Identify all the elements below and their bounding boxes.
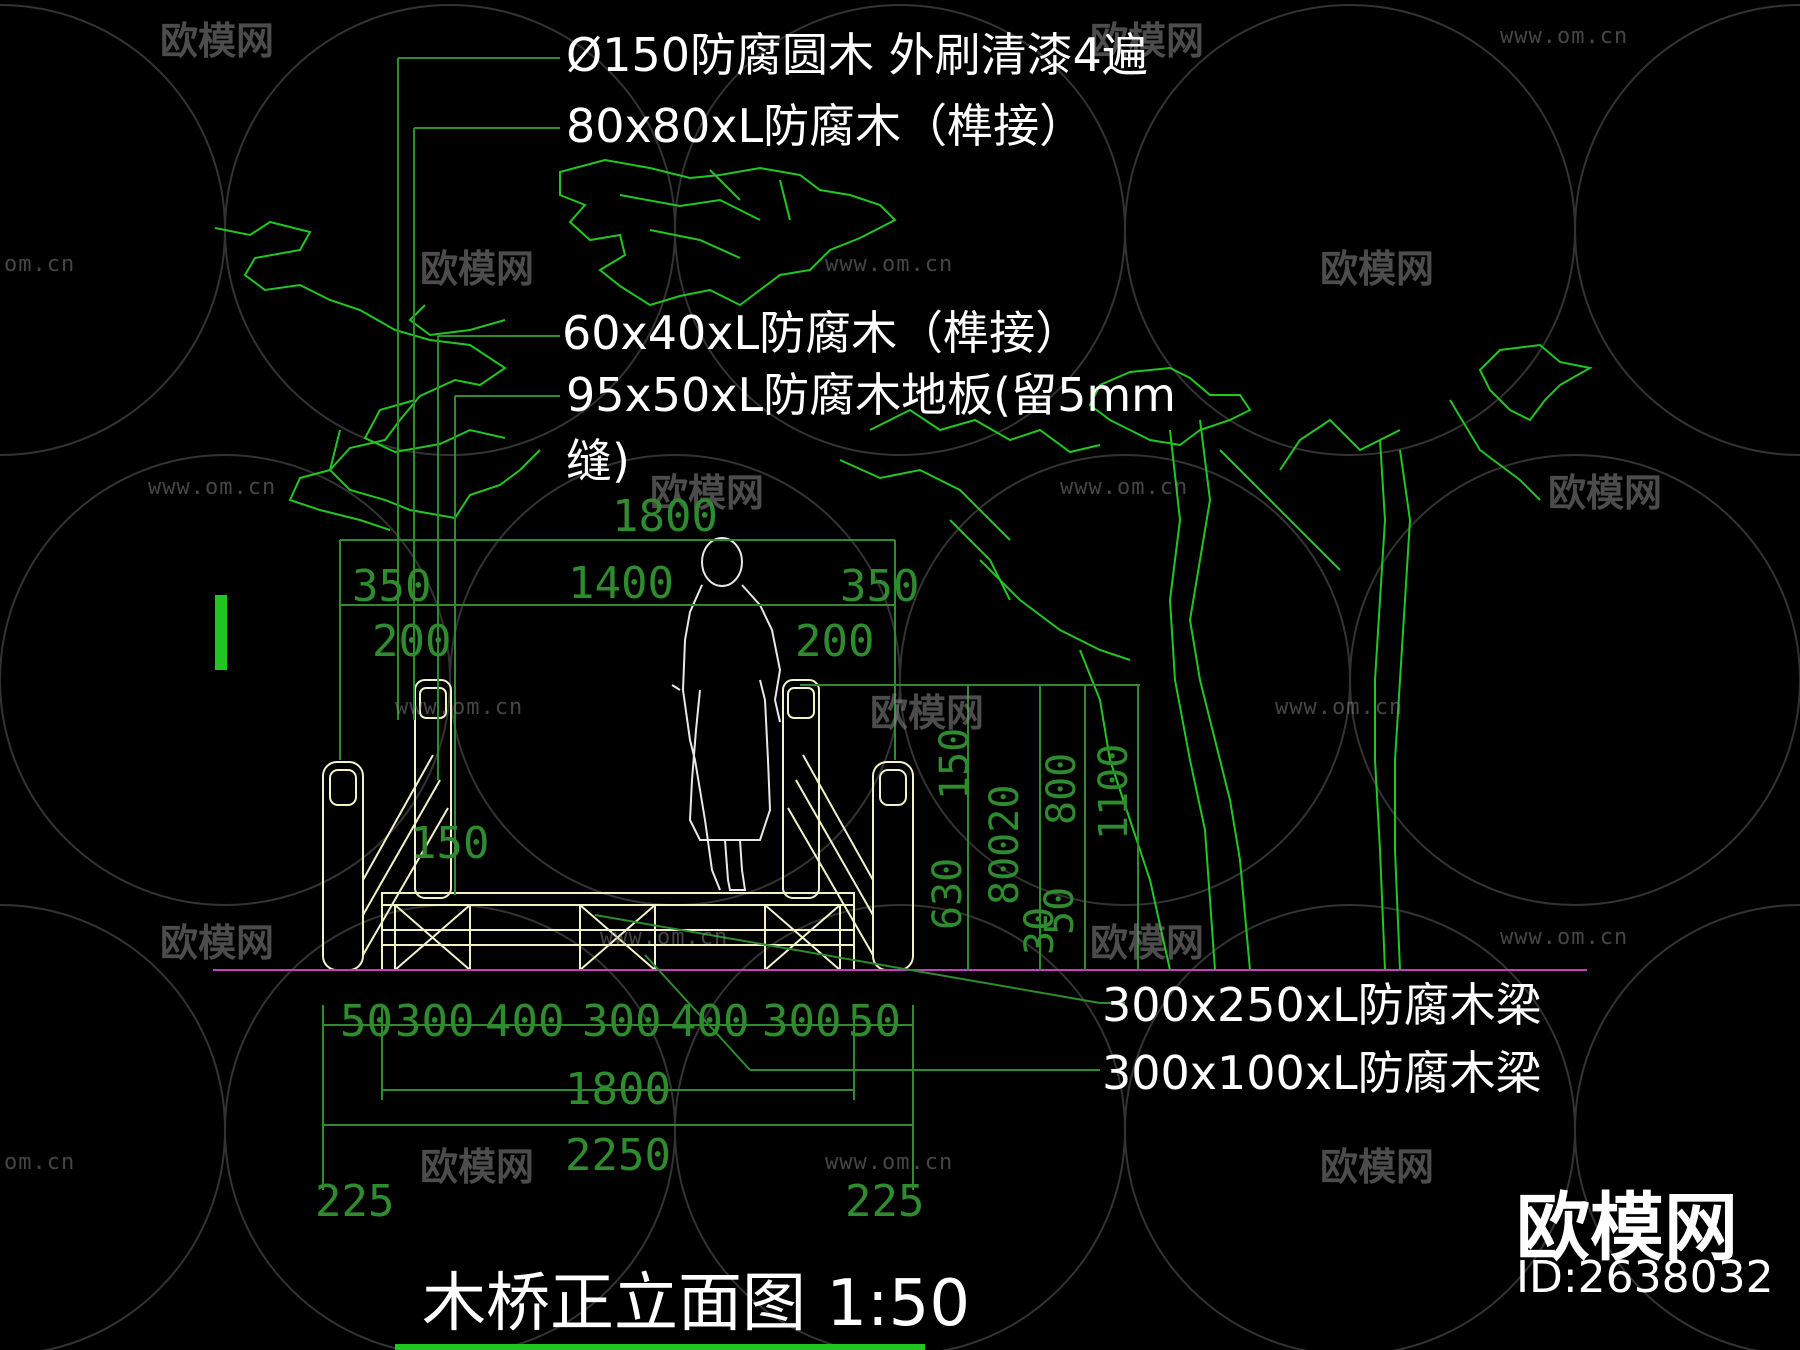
watermark-url: www.om.cn — [1275, 695, 1404, 720]
watermark-brand: 欧模网 — [420, 247, 535, 291]
dim-2250: 2250 — [565, 1130, 671, 1181]
drawing-title: 木桥正立面图 1:50 — [422, 1267, 971, 1341]
dim-vertical-150: 150 — [932, 727, 978, 800]
watermark-brand: 欧模网 — [160, 921, 275, 965]
watermark-url: www.om.cn — [148, 475, 277, 500]
watermark-brand: 欧模网 — [1090, 19, 1205, 63]
watermark-brand: 欧模网 — [1090, 921, 1205, 965]
dimension-lines — [322, 539, 1140, 1190]
watermark-brand: 欧模网 — [1320, 1145, 1435, 1189]
label-post-80x80: 80x80xL防腐木（榫接） — [566, 99, 1086, 153]
label-rail-60x40: 60x40xL防腐木（榫接） — [562, 306, 1082, 360]
dim-vertical-80020: 80020 — [982, 784, 1028, 905]
person-silhouette — [671, 537, 782, 891]
dim-150: 150 — [410, 818, 490, 869]
brand-logo: 欧模网 — [1516, 1185, 1738, 1271]
label-round-log: Ø150防腐圆木 外刷清漆4遍 — [566, 28, 1148, 82]
label-deck-board: 95x50xL防腐木地板(留5mm — [566, 368, 1176, 422]
dim-span-400: 400 — [485, 996, 565, 1047]
dim-350-right: 350 — [840, 561, 920, 612]
watermark-brand: 欧模网 — [1548, 471, 1663, 515]
watermark-url: www.om.cn — [600, 925, 729, 950]
leader-lines — [397, 57, 1125, 1071]
watermark-url: www.om.cn — [825, 252, 954, 277]
watermark-url: www.om.cn — [825, 1150, 954, 1175]
tree-foliage-left — [214, 158, 1101, 541]
watermark-url: om.cn — [4, 1150, 76, 1175]
watermark-brand: 欧模网 — [1320, 247, 1435, 291]
dim-vertical-800: 800 — [1039, 752, 1085, 825]
dim-span-300: 300 — [762, 996, 842, 1047]
label-deck-board-cont: 缝) — [566, 434, 630, 488]
dim-200-left: 200 — [372, 616, 452, 667]
dim-vertical-1100: 1100 — [1091, 743, 1137, 840]
watermark-brand: 欧模网 — [870, 691, 985, 735]
model-id: ID:2638032 — [1516, 1252, 1774, 1303]
label-beam-300x250: 300x250xL防腐木梁 — [1102, 978, 1542, 1032]
dim-span-400: 400 — [670, 996, 750, 1047]
dim-span-50-left: 50 — [340, 996, 393, 1047]
watermark-brand: 欧模网 — [650, 471, 765, 515]
watermark-url: www.om.cn — [1060, 475, 1189, 500]
dim-1400: 1400 — [568, 558, 674, 609]
watermark-url: www.om.cn — [1500, 24, 1629, 49]
dim-vertical-630: 630 — [925, 857, 971, 930]
dim-350-left: 350 — [352, 561, 432, 612]
dim-1800: 1800 — [565, 1064, 671, 1115]
dim-span-300: 300 — [582, 996, 662, 1047]
watermark-brand: 欧模网 — [420, 1145, 535, 1189]
label-beam-300x100: 300x100xL防腐木梁 — [1102, 1046, 1542, 1100]
dim-span-300: 300 — [395, 996, 475, 1047]
dim-225-right: 225 — [845, 1176, 925, 1227]
title-underline — [395, 1344, 925, 1350]
dim-vertical-30: 30 — [1017, 906, 1063, 955]
watermark-url: www.om.cn — [395, 695, 524, 720]
watermark-circles — [0, 4, 1800, 1350]
green-marker — [215, 595, 227, 670]
watermark-url: om.cn — [4, 252, 76, 277]
watermark-url: www.om.cn — [1500, 925, 1629, 950]
dim-1800-top: 1800 — [612, 491, 718, 542]
watermark-brand: 欧模网 — [160, 19, 275, 63]
tree-right — [949, 343, 1593, 971]
dim-200-right: 200 — [795, 616, 875, 667]
bridge-elevation — [322, 679, 914, 971]
dim-span-50-right: 50 — [848, 996, 901, 1047]
dim-225-left: 225 — [315, 1176, 395, 1227]
